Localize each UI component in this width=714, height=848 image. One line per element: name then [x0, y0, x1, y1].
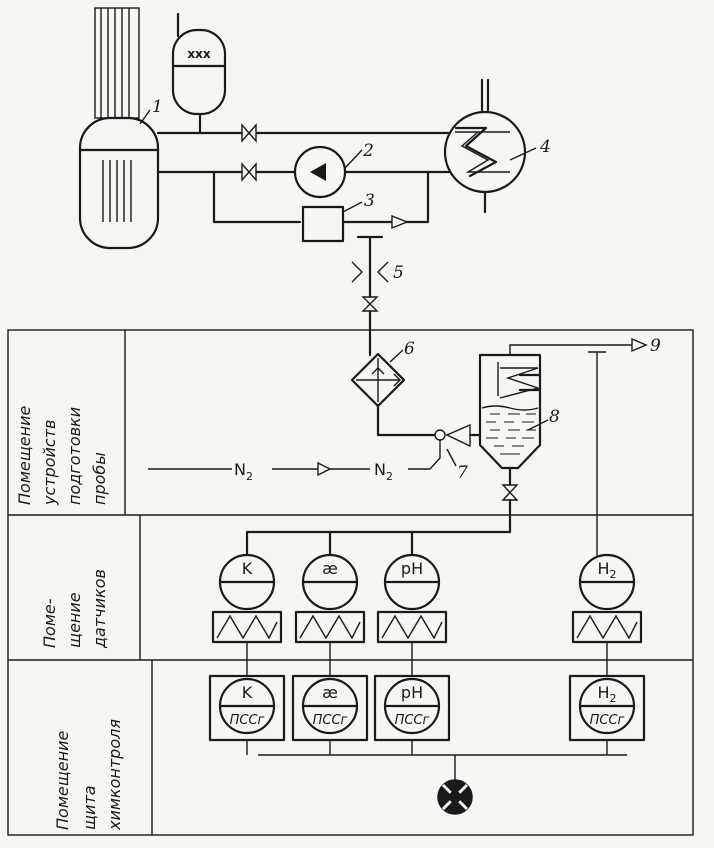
zone-sampling-line-2: устройств [40, 420, 59, 506]
cooler [350, 352, 438, 437]
room-frame [7, 329, 694, 836]
zone-sensors-line-3: датчиков [90, 569, 109, 649]
pressurizer: xxx [171, 12, 227, 135]
sample-header [245, 530, 512, 558]
nitrogen-line [148, 440, 441, 477]
reactor-vessel [78, 7, 160, 250]
callout-6: 6 [404, 339, 415, 359]
zone-sensors-line-2: щение [65, 592, 84, 648]
panel-instrument: K ПССг [208, 674, 286, 755]
sensor-label: æ [322, 559, 338, 578]
svg-text:xxx: xxx [187, 47, 210, 61]
gas-separator [478, 353, 542, 534]
panel-device-label: ПССг [590, 713, 625, 728]
panel-label: pH [401, 683, 423, 702]
callout-8: 8 [549, 407, 560, 427]
zone-sampling-line-3: подготовки [65, 407, 84, 505]
callout-leaders-top [139, 109, 537, 213]
callout-5: 5 [393, 263, 404, 283]
main-pipes [156, 123, 454, 182]
panel-label: æ [322, 683, 338, 702]
panel-device-label: ПССг [230, 713, 265, 728]
sensor-unit: K [211, 553, 283, 676]
sensor-label: pH [401, 559, 423, 578]
callout-7: 7 [457, 463, 468, 483]
zone-panel-line-1: Помещение [53, 730, 72, 830]
callout-1: 1 [152, 97, 163, 117]
vent-line [509, 337, 648, 556]
sensor-label: H2 [597, 559, 616, 581]
sampling-line [351, 235, 389, 357]
nitrogen-label-right: N2 [374, 460, 393, 483]
zone-sampling-line-1: Помещение [15, 405, 34, 505]
nitrogen-labels: N2 N2 [234, 460, 393, 483]
callout-2: 2 [362, 141, 374, 161]
panel-label: K [242, 683, 253, 702]
panel-instrument: pH ПССг [373, 674, 451, 755]
indicator-lamp [437, 779, 473, 815]
callout-3: 3 [364, 191, 375, 211]
zone-sensors-line-1: Поме- [40, 598, 59, 648]
ejector [434, 423, 482, 448]
panel-label: H2 [597, 683, 616, 705]
panel-device-label: ПССг [313, 713, 348, 728]
zone-sampling-line-4: пробы [90, 452, 109, 505]
callout-numbers: 1 2 3 4 5 6 7 8 9 [152, 97, 661, 483]
zone-label-panel: Помещение щита химконтроля [53, 719, 124, 831]
sensor-unit: pH [376, 553, 448, 676]
signal-bus [258, 754, 627, 780]
zone-panel-line-3: химконтроля [105, 719, 124, 831]
zone-panel-line-2: щита [80, 785, 99, 830]
zone-label-sampling: Помещение устройств подготовки пробы [15, 405, 109, 506]
bypass-line [212, 170, 430, 243]
callout-9: 9 [650, 336, 661, 356]
nitrogen-label-left: N2 [234, 460, 253, 483]
sensor-unit: æ [294, 553, 366, 676]
sensor-unit: H2 [571, 553, 643, 676]
steam-generator [443, 78, 527, 214]
callout-4: 4 [539, 137, 551, 157]
zone-label-sensors: Поме- щение датчиков [40, 569, 109, 649]
sensor-label: K [242, 559, 253, 578]
circulation-pump [293, 145, 347, 199]
panel-device-label: ПССг [395, 713, 430, 728]
callout-leaders-sampling [389, 349, 549, 467]
